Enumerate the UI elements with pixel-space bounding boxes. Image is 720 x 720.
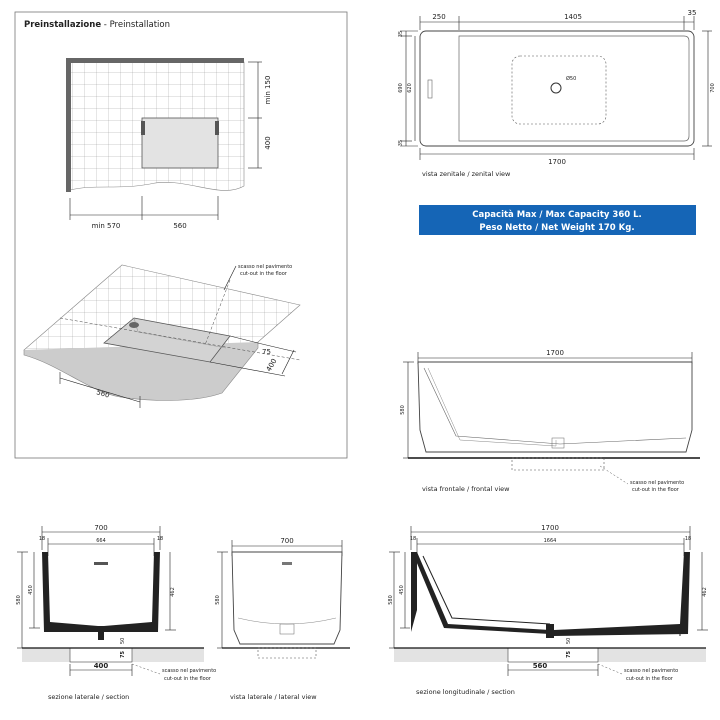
dim-700-top: 700: [710, 83, 716, 93]
recess-note-en: cut-out in the floor: [240, 271, 288, 277]
dim-462-long: 462: [702, 587, 708, 597]
svg-text:Preinstallazione - Preinstalla: Preinstallazione - Preinstallation: [24, 20, 170, 30]
longitudinal-section: 18 1700 1664 18 580 450 462 50 75 560 sc…: [388, 524, 708, 696]
preinstallation-panel: Preinstallazione - Preinstallation min 1…: [14, 11, 348, 459]
dim-75-iso: 75: [262, 348, 271, 356]
dim-1700-front: 1700: [546, 349, 564, 357]
dim-75-side: 75: [120, 651, 126, 658]
dim-250: 250: [432, 13, 445, 21]
dim-580-side: 580: [16, 595, 22, 605]
dim-400-plan: 400: [264, 136, 272, 149]
dim-700-side: 700: [94, 524, 107, 532]
capacity-info-box: Capacità Max / Max Capacity 360 L. Peso …: [419, 205, 696, 235]
dim-35-top: 35: [688, 9, 697, 17]
dim-1700-long: 1700: [541, 524, 559, 532]
capacity-line: Capacità Max / Max Capacity 360 L.: [472, 210, 642, 220]
tub-lateral-outline: [231, 551, 343, 645]
dim-580-long: 580: [388, 595, 394, 605]
dim-1664-long: 1664: [544, 538, 557, 544]
recess-note-it: scasso nel pavimento: [238, 264, 292, 270]
dim-560-iso: 560: [95, 388, 110, 399]
dim-462-side: 462: [170, 587, 176, 597]
lateral-view: 700 580 vista laterale / lateral view: [215, 537, 350, 701]
dim-1700-top: 1700: [548, 158, 566, 166]
drain-circle: [550, 82, 562, 94]
dim-18-long-l: 18: [410, 536, 416, 542]
plan-dimensions: [69, 61, 262, 220]
long-section-caption: sezione longitudinale / section: [416, 688, 515, 696]
dim-min570: min 570: [92, 222, 121, 230]
dim-560-long: 560: [533, 662, 548, 670]
preinstallation-title-rest: - Preinstallation: [101, 20, 170, 30]
side-section-caption: sezione laterale / section: [48, 693, 129, 701]
dim-690: 690: [398, 83, 404, 93]
side-recess-en: cut-out in the floor: [164, 676, 212, 682]
dim-700-lateral: 700: [280, 537, 293, 545]
floor-recess: [141, 117, 219, 169]
dim-18-side-r: 18: [157, 536, 163, 542]
dim-18-side-l: 18: [39, 536, 45, 542]
lateral-view-caption: vista laterale / lateral view: [230, 693, 317, 701]
preinstallation-isometric: scasso nel pavimento cut-out in the floo…: [23, 264, 301, 408]
long-recess-it: scasso nel pavimento: [624, 668, 678, 674]
dim-75-long: 75: [566, 651, 572, 658]
dim-580-lateral: 580: [215, 595, 221, 605]
top-view-caption: vista zenitale / zenital view: [422, 170, 511, 178]
dim-50-side: 50: [120, 638, 126, 644]
dim-664-side: 664: [96, 538, 106, 544]
dim-560-plan: 560: [173, 222, 186, 230]
preinstallation-title-bold: Preinstallazione: [24, 20, 101, 30]
dim-400-side: 400: [94, 662, 109, 670]
tub-front-outline: [417, 361, 693, 453]
preinstallation-plan: min 150 400 min 570 560: [66, 58, 272, 230]
side-recess-it: scasso nel pavimento: [162, 668, 216, 674]
dim-450-long: 450: [399, 585, 405, 595]
dim-min150: min 150: [264, 76, 272, 105]
front-recess-it: scasso nel pavimento: [630, 480, 684, 486]
dim-50-long: 50: [566, 638, 572, 644]
side-section: 18 700 664 18 580 450 462 50 75 400 scas…: [16, 524, 216, 701]
dim-580-front: 580: [400, 405, 406, 415]
dim-35-a: 35: [398, 31, 404, 37]
dim-35-b: 35: [398, 140, 404, 146]
dim-drain: Ø50: [566, 75, 576, 82]
dim-450-side: 450: [28, 585, 34, 595]
dim-620: 620: [407, 83, 413, 93]
dim-1405: 1405: [564, 13, 582, 21]
dim-18-long-r: 18: [685, 536, 691, 542]
weight-line: Peso Netto / Net Weight 170 Kg.: [479, 223, 634, 233]
front-recess-en: cut-out in the floor: [632, 487, 680, 493]
top-view: Ø50 250 1405 35 35 35 690 620 700 1700 v…: [398, 9, 716, 178]
long-recess-en: cut-out in the floor: [626, 676, 674, 682]
front-view-caption: vista frontale / frontal view: [422, 485, 510, 493]
long-section-shell: [411, 552, 417, 632]
front-view: 1700 580 scasso nel pavimento cut-out in…: [400, 349, 700, 493]
side-section-shell: [42, 552, 160, 640]
